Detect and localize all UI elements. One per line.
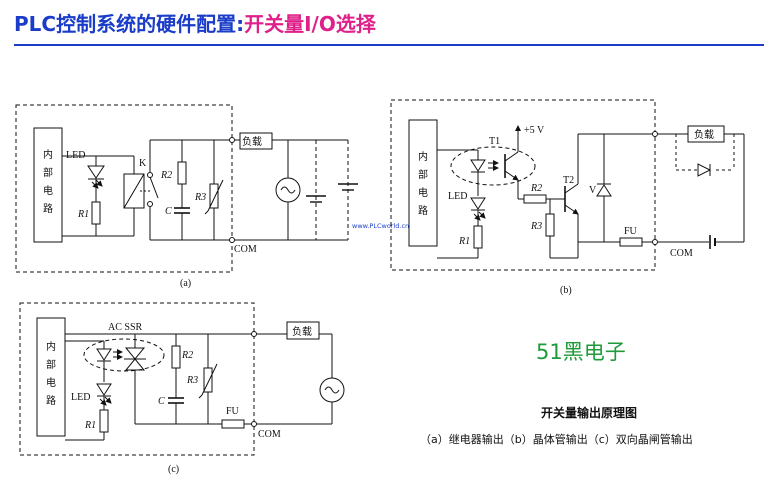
relay-contact-top: [147, 172, 153, 178]
ssr-input-led: [96, 348, 112, 361]
labels-c: 内 部 电 路 AC SSR R2 R3 C LED R1 FU COM 负载 …: [46, 322, 312, 475]
ac-ssr-outline: [83, 338, 165, 372]
labels-a: 内 部 电 路 LED R1 K R2 R3 C 负载 COM (a): [43, 135, 262, 289]
led-symbol-c: [96, 383, 112, 396]
label-r2-a: R2: [160, 170, 172, 181]
title-underline: [14, 44, 764, 46]
label-r1-a: R1: [77, 209, 89, 220]
resistor-r2-b: [523, 194, 547, 204]
label-load-c: 负载: [292, 325, 312, 338]
label-r1-c: R1: [84, 420, 96, 431]
label-com-b: COM: [670, 248, 693, 259]
slide-title: PLC控制系统的硬件配置:开关量I/O选择: [14, 8, 376, 37]
figure-caption-title: 开关量输出原理图: [541, 406, 638, 420]
internal-circuit-c-char-3: 电: [46, 376, 56, 389]
internal-circuit-b-char-1: 内: [418, 150, 428, 163]
internal-circuit-c-char-2: 部: [46, 358, 56, 371]
label-sub-c: (c): [168, 464, 179, 475]
label-plus5v: +5 V: [524, 125, 545, 136]
diode-v-b: [596, 184, 612, 197]
terminal-a-1: [229, 137, 235, 143]
resistor-r3-b: [545, 213, 555, 237]
terminal-b-1: [652, 131, 658, 137]
resistor-r1-c: [99, 409, 109, 433]
label-c-a: C: [165, 206, 172, 217]
led-symbol-a: [87, 165, 105, 179]
label-k: K: [139, 158, 147, 169]
label-r3-a: R3: [194, 192, 206, 203]
label-com-c: COM: [258, 429, 281, 440]
opto-led-b: [470, 159, 486, 172]
terminal-c-1: [251, 331, 257, 337]
label-load-a: 负载: [242, 135, 262, 148]
internal-circuit-c-char-1: 内: [46, 340, 56, 353]
resistor-r2-a: [177, 161, 187, 185]
label-led-c: LED: [71, 392, 90, 403]
led-symbol-b: [470, 197, 486, 210]
watermark-text: www.PLCworld.cn: [352, 222, 410, 230]
resistor-r1-b: [473, 225, 483, 249]
load-box-c: [286, 321, 320, 340]
label-load-b: 负载: [694, 128, 714, 141]
internal-circuit-b-char-4: 路: [418, 204, 428, 217]
label-led-a: LED: [66, 150, 85, 161]
terminal-com-b: [652, 239, 658, 245]
label-r3-b: R3: [530, 221, 542, 232]
internal-circuit-a-char-2: 部: [43, 166, 53, 179]
title-main: PLC控制系统的硬件配置:: [14, 12, 245, 36]
label-r2-b: R2: [530, 183, 542, 194]
diagram-c-triac-output: [19, 302, 345, 456]
terminal-com-a: [229, 237, 235, 243]
optocoupler-outline: [450, 146, 536, 186]
label-c-c: C: [158, 396, 165, 407]
internal-circuit-box-b: [408, 119, 438, 247]
brand-logo-text: 51黑电子: [536, 340, 626, 364]
internal-circuit-b-char-3: 电: [418, 186, 428, 199]
resistor-r1-a: [91, 201, 101, 225]
diagram-b-transistor-output: [390, 99, 745, 271]
plc-boundary-b: [390, 99, 656, 271]
plc-boundary-c: [19, 302, 255, 456]
figure-caption-subtitle: （a）继电器输出（b）晶体管输出（c）双向晶闸管输出: [420, 433, 693, 446]
plc-boundary-a: [15, 104, 233, 273]
label-sub-b: (b): [560, 285, 572, 296]
internal-circuit-a-char-3: 电: [43, 184, 53, 197]
label-r3-c: R3: [186, 375, 198, 386]
label-ac-ssr: AC SSR: [108, 322, 143, 333]
freewheel-diode-b: [697, 163, 712, 177]
label-r1-b: R1: [458, 236, 470, 247]
label-led-b: LED: [448, 191, 467, 202]
label-fu-c: FU: [226, 406, 240, 417]
internal-circuit-c-char-4: 路: [46, 394, 56, 407]
labels-b: 内 部 电 路 T1 +5 V LED R1 R2 R3 T2 V FU 负载 …: [418, 125, 714, 296]
internal-circuit-a-char-4: 路: [43, 202, 53, 215]
label-sub-a: (a): [180, 278, 191, 289]
terminal-com-c: [251, 421, 257, 427]
label-v: V: [589, 185, 597, 196]
label-r2-c: R2: [181, 350, 193, 361]
label-com-a: COM: [234, 244, 257, 255]
label-t2: T2: [563, 175, 574, 186]
title-highlight: 开关量I/O选择: [244, 12, 376, 36]
fuse-fu-c: [221, 419, 245, 429]
resistor-r2-c: [171, 345, 181, 369]
internal-circuit-box-a: [33, 127, 63, 243]
load-box-a: [239, 132, 273, 150]
fuse-fu-b: [619, 237, 643, 247]
internal-circuit-b-char-2: 部: [418, 168, 428, 181]
label-t1: T1: [489, 136, 500, 147]
internal-circuit-a-char-1: 内: [43, 148, 53, 161]
diagram-a-relay-output: [15, 104, 358, 273]
relay-contact-bottom: [147, 201, 153, 207]
label-fu-b: FU: [624, 226, 638, 237]
internal-circuit-box-c: [36, 317, 66, 437]
triac-symbol: [124, 347, 146, 360]
